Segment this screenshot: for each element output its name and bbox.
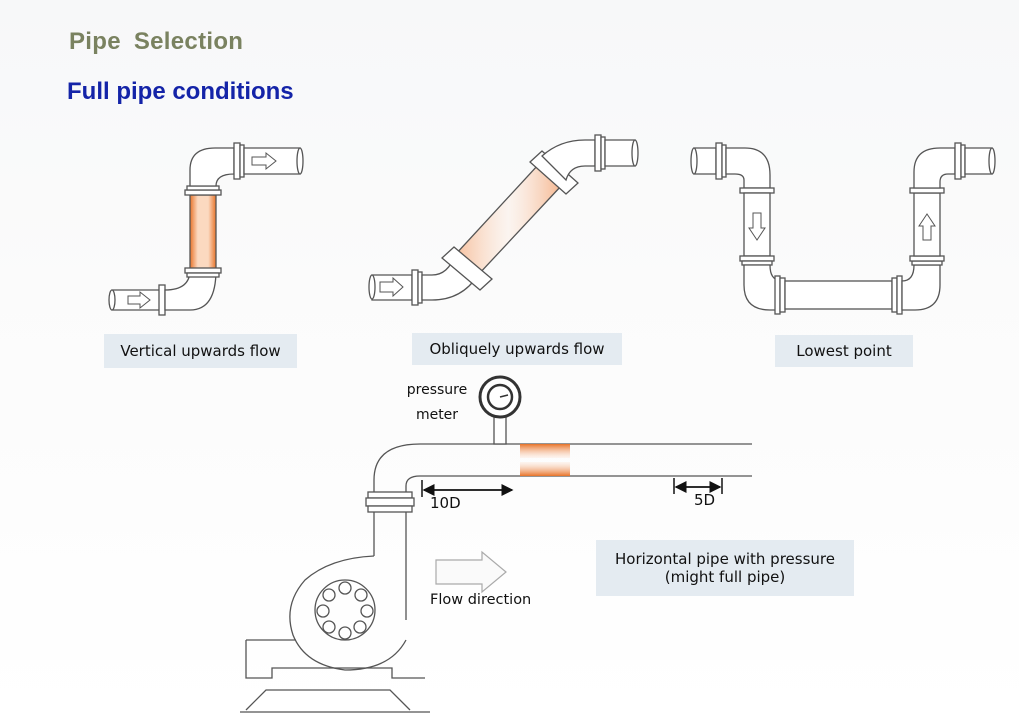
label-horizontal-line2: (might full pipe) xyxy=(664,568,786,586)
lowest-point-pipe xyxy=(690,142,996,315)
flow-arrow-icon xyxy=(748,212,766,241)
label-lowest-point: Lowest point xyxy=(775,335,913,367)
label-10d: 10D xyxy=(430,494,461,512)
page-title: Pipe Selection xyxy=(69,28,244,55)
flow-arrow-icon xyxy=(918,213,936,241)
sensor-bottom-marker xyxy=(520,462,570,476)
label-5d: 5D xyxy=(694,491,716,509)
pump-impeller-icon xyxy=(316,581,374,640)
flow-direction-arrow-icon xyxy=(435,550,507,594)
label-vertical-flow: Vertical upwards flow xyxy=(104,334,297,368)
label-meter: meter xyxy=(415,407,459,423)
flow-arrow-icon xyxy=(379,276,404,298)
flow-arrow-icon xyxy=(127,290,151,310)
pressure-meter-icon xyxy=(478,375,522,445)
label-horizontal-line1: Horizontal pipe with pressure xyxy=(615,550,835,568)
label-horizontal-pipe: Horizontal pipe with pressure (might ful… xyxy=(596,540,854,596)
sensor-top-marker xyxy=(520,444,570,458)
flow-arrow-icon xyxy=(251,151,277,171)
horizontal-pump-pipe xyxy=(240,375,752,713)
vertical-flow-pipe xyxy=(108,142,304,316)
oblique-flow-pipe xyxy=(368,134,639,306)
page-subtitle: Full pipe conditions xyxy=(67,78,294,105)
label-flow-direction: Flow direction xyxy=(430,592,532,608)
label-oblique-flow: Obliquely upwards flow xyxy=(412,333,622,365)
label-pressure: pressure xyxy=(406,382,468,398)
